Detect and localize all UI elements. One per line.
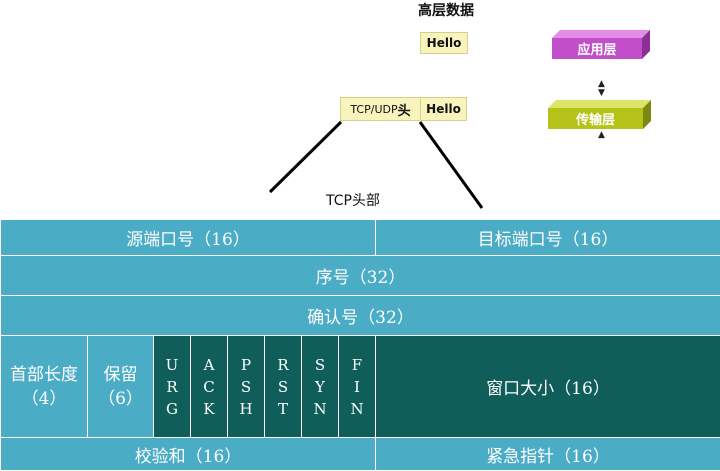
flag-psh-cell: P S H [228, 336, 265, 438]
checksum-cell: 校验和（16） [1, 438, 376, 471]
flag-urg-cell: U R G [154, 336, 191, 438]
flag-letter: S [315, 357, 325, 373]
header-length-bits: （4） [1, 387, 87, 411]
reserved-bits: （6） [88, 387, 153, 411]
flag-letter: S [278, 379, 288, 395]
flag-fin-cell: F I N [339, 336, 376, 438]
sequence-number-cell: 序号（32） [1, 256, 720, 296]
flag-letter: C [203, 379, 214, 395]
flag-letter: A [204, 357, 215, 373]
header-length-cell: 首部长度 （4） [1, 336, 88, 438]
tcp-header-label: TCP头部 [298, 190, 408, 210]
flag-letter: N [313, 401, 326, 417]
flag-letter: R [166, 379, 177, 395]
source-port-cell: 源端口号（16） [1, 220, 376, 256]
flag-rst-cell: R S T [265, 336, 302, 438]
reserved-label: 保留 [88, 363, 153, 387]
flag-letter: H [239, 401, 252, 417]
destination-port-cell: 目标端口号（16） [376, 220, 720, 256]
expansion-lines [0, 0, 720, 220]
flag-letter: P [241, 357, 251, 373]
flag-syn-cell: S Y N [302, 336, 339, 438]
flag-letter: K [203, 401, 214, 417]
acknowledgment-number-cell: 确认号（32） [1, 296, 720, 336]
tcp-header-table: 源端口号（16） 目标端口号（16） 序号（32） 确认号（32） 首部长度 （… [0, 219, 720, 471]
flag-letter: T [278, 401, 288, 417]
flag-letter: F [352, 357, 362, 373]
window-size-cell: 窗口大小（16） [376, 336, 720, 438]
urgent-pointer-cell: 紧急指针（16） [376, 438, 720, 471]
header-length-label: 首部长度 [1, 363, 87, 387]
flag-ack-cell: A C K [191, 336, 228, 438]
reserved-cell: 保留 （6） [88, 336, 154, 438]
left-expansion-line [270, 122, 341, 192]
flag-letter: I [354, 379, 360, 395]
flag-letter: U [166, 357, 179, 373]
right-expansion-line [420, 122, 482, 208]
flag-letter: N [350, 401, 363, 417]
flag-letter: R [277, 357, 288, 373]
flag-letter: S [241, 379, 251, 395]
flag-letter: Y [315, 379, 325, 395]
flag-letter: G [166, 401, 178, 417]
